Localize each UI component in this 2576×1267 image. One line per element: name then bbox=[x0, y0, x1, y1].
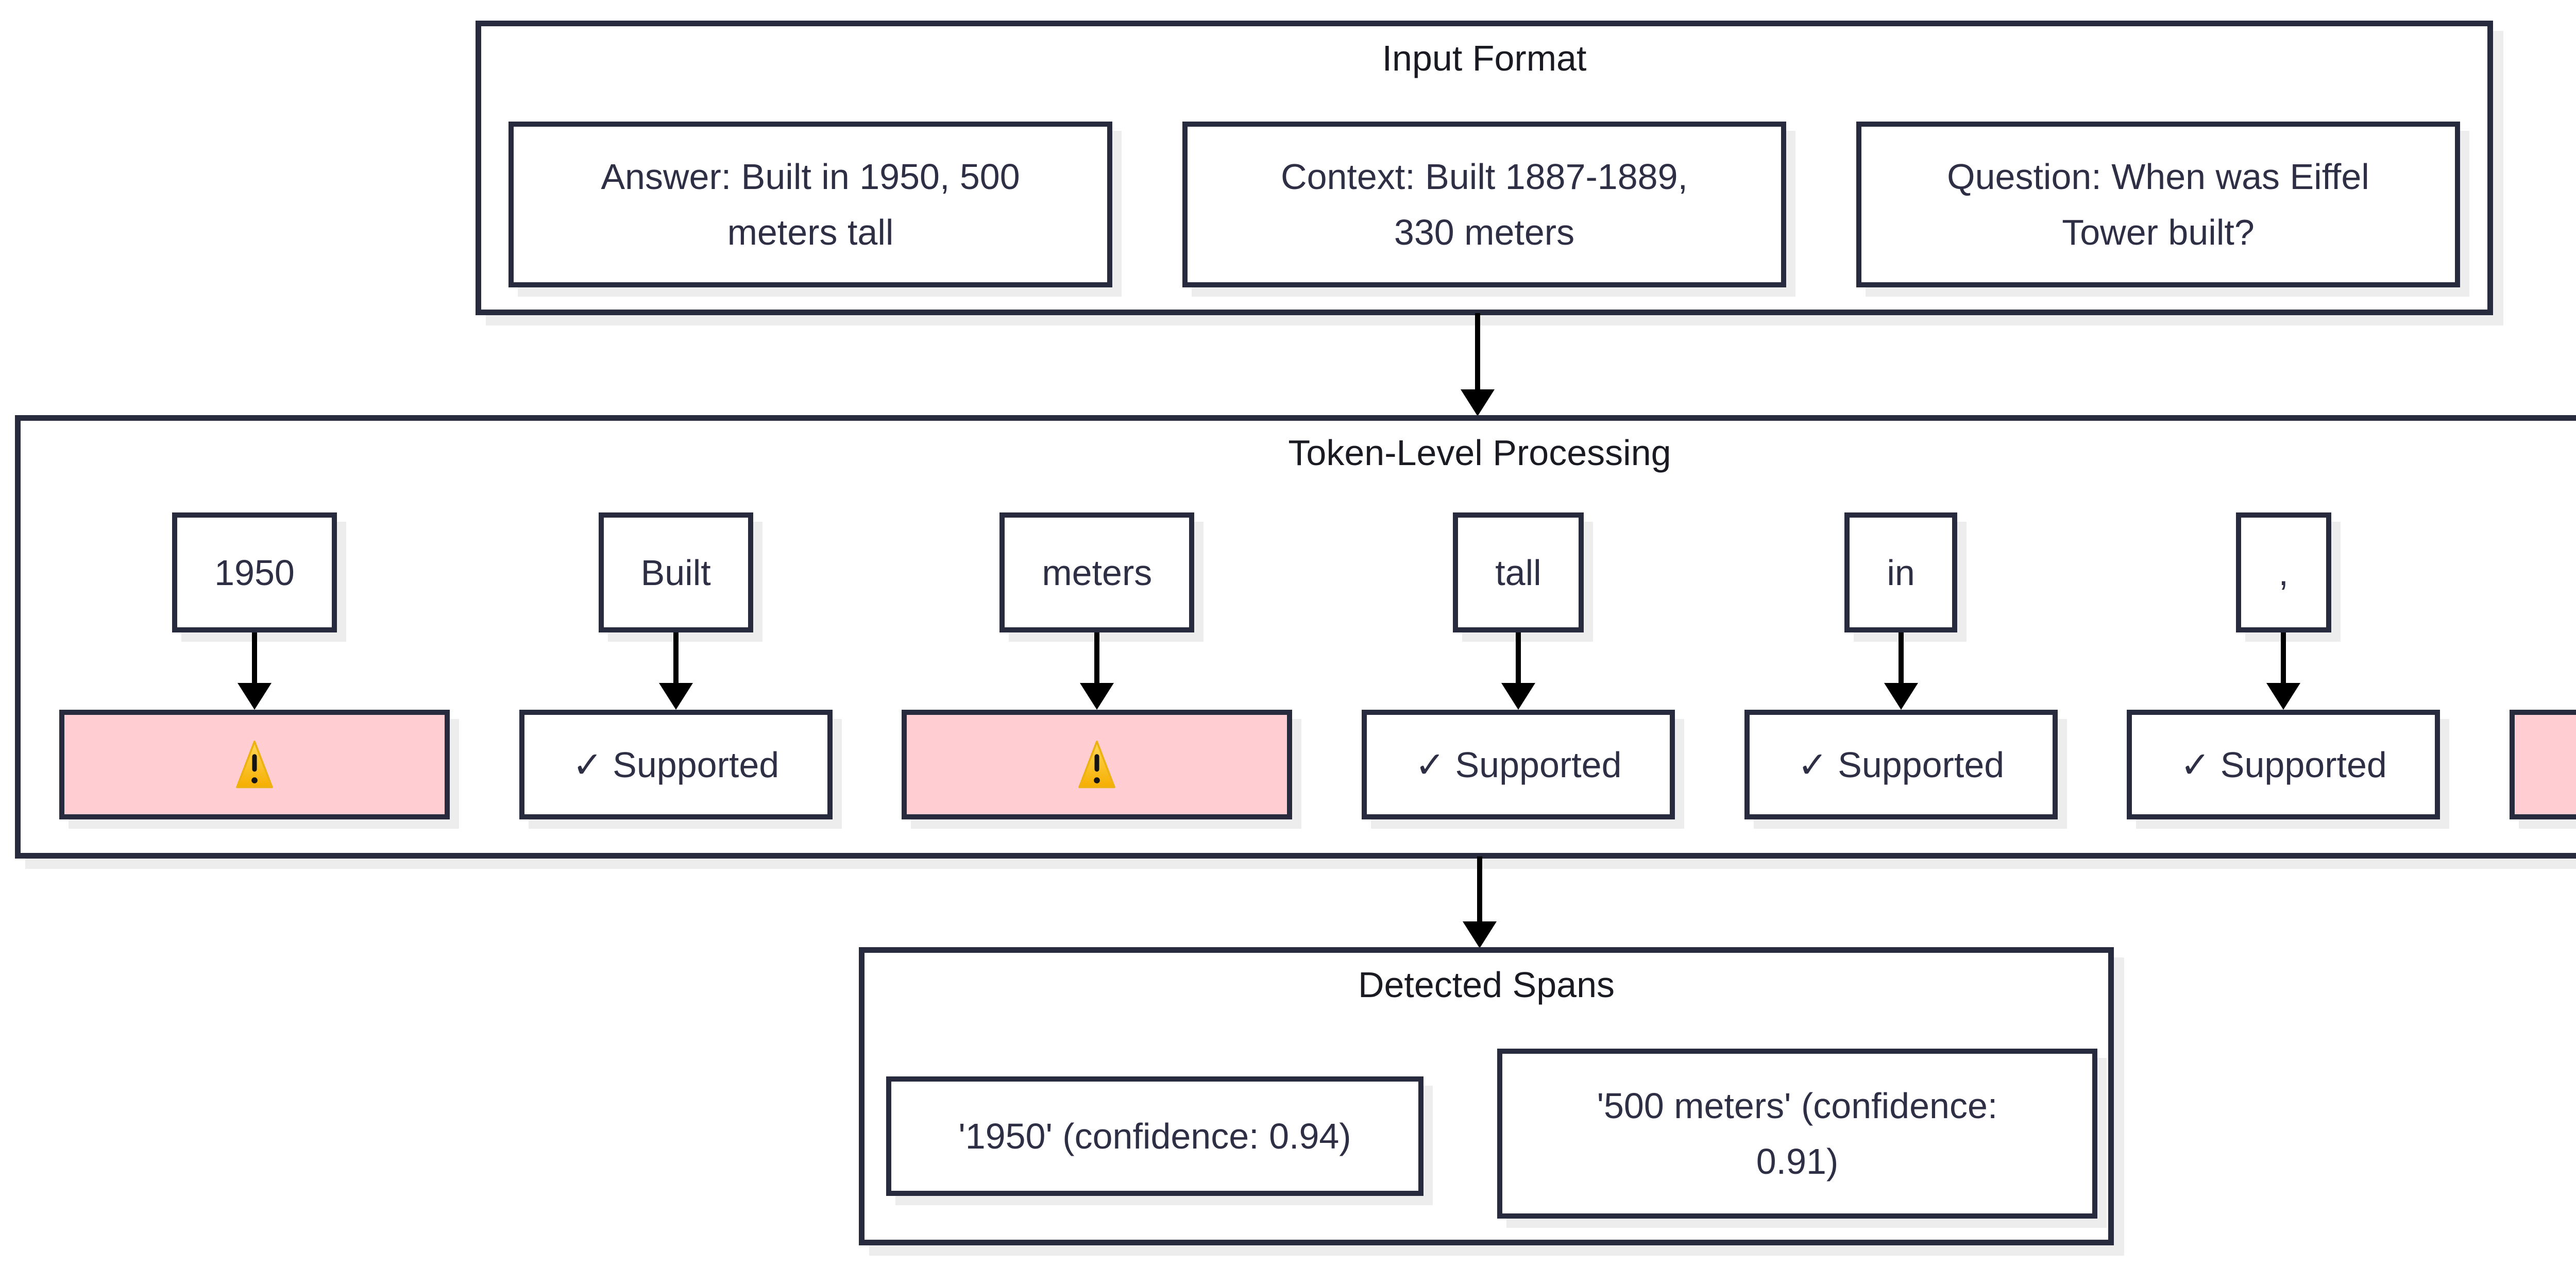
token-box: tall bbox=[1453, 512, 1584, 632]
span-1950-text: '1950' (confidence: 0.94) bbox=[958, 1116, 1351, 1156]
span-box-500-meters: '500 meters' (confidence: 0.91) bbox=[1497, 1049, 2097, 1219]
token-box: meters bbox=[999, 512, 1195, 632]
input-format-section: Input Format Answer: Built in 1950, 500 … bbox=[476, 21, 2493, 315]
token-row: 1950 bbox=[59, 512, 2576, 819]
token-column-tall: tall ✓ Supported bbox=[1361, 512, 1675, 819]
token-box: 1950 bbox=[172, 512, 337, 632]
token-column-meters: meters bbox=[902, 512, 1293, 819]
status-box-supported: ✓ Supported bbox=[1744, 710, 2058, 819]
token-column-comma: , ✓ Supported bbox=[2127, 512, 2441, 819]
arrow-input-to-tokens-icon bbox=[1461, 313, 1495, 416]
answer-text: Answer: Built in 1950, 500 meters tall bbox=[601, 156, 1020, 253]
token-box: , bbox=[2235, 512, 2331, 632]
token-processing-section: Token-Level Processing 1950 bbox=[15, 415, 2576, 859]
token-column-in: in ✓ Supported bbox=[1744, 512, 2058, 819]
arrow-down-icon bbox=[238, 632, 272, 710]
span-box-1950: '1950' (confidence: 0.94) bbox=[886, 1076, 1423, 1196]
input-format-title: Input Format bbox=[1382, 38, 1587, 78]
context-box: Context: Built 1887-1889, 330 meters bbox=[1182, 122, 1786, 287]
token-column-built: Built ✓ Supported bbox=[519, 512, 833, 819]
arrow-down-icon bbox=[2266, 632, 2301, 710]
arrow-down-icon bbox=[1080, 632, 1114, 710]
token-box: in bbox=[1844, 512, 1957, 632]
status-box-supported: ✓ Supported bbox=[1361, 710, 1675, 819]
status-box-supported: ✓ Supported bbox=[2127, 710, 2441, 819]
status-box-warning bbox=[59, 710, 450, 819]
arrow-down-icon bbox=[1501, 632, 1535, 710]
token-box: Built bbox=[598, 512, 753, 632]
context-text: Context: Built 1887-1889, 330 meters bbox=[1281, 156, 1688, 253]
token-processing-title: Token-Level Processing bbox=[1288, 433, 1671, 473]
status-box-warning bbox=[2509, 710, 2576, 819]
token-column-500: 500 bbox=[2509, 512, 2576, 819]
token-column-1950: 1950 bbox=[59, 512, 450, 819]
detected-spans-title: Detected Spans bbox=[1358, 965, 1615, 1005]
span-500-meters-text: '500 meters' (confidence: 0.91) bbox=[1597, 1085, 1998, 1182]
answer-box: Answer: Built in 1950, 500 meters tall bbox=[509, 122, 1112, 287]
arrow-tokens-to-spans-icon bbox=[1463, 857, 1497, 948]
question-text: Question: When was Eiffel Tower built? bbox=[1947, 156, 2369, 253]
warning-icon bbox=[1078, 740, 1116, 788]
status-box-warning bbox=[902, 710, 1293, 819]
status-box-supported: ✓ Supported bbox=[519, 710, 833, 819]
question-box: Question: When was Eiffel Tower built? bbox=[1856, 122, 2460, 287]
arrow-down-icon bbox=[1884, 632, 1918, 710]
arrow-down-icon bbox=[658, 632, 693, 710]
warning-icon bbox=[236, 740, 273, 788]
detected-spans-section: Detected Spans '1950' (confidence: 0.94)… bbox=[859, 947, 2114, 1245]
input-format-items: Answer: Built in 1950, 500 meters tall C… bbox=[481, 122, 2487, 287]
